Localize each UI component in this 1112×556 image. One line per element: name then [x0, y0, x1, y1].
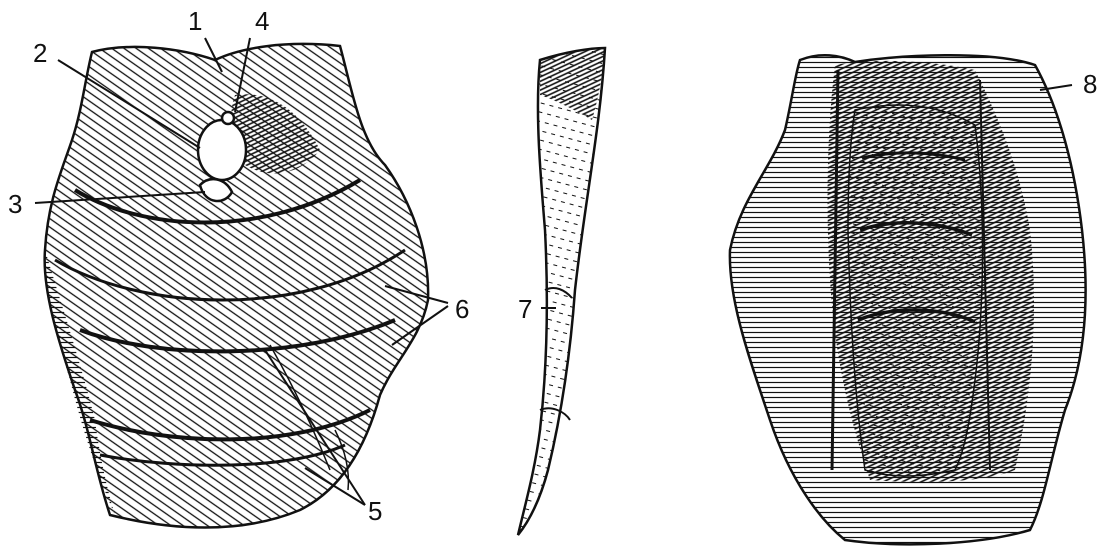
label-2: 2 [33, 38, 47, 68]
left-apex-point [222, 112, 234, 124]
right-shell-view [730, 55, 1086, 544]
label-5: 5 [368, 496, 382, 526]
label-8: 8 [1083, 69, 1097, 99]
left-umbo-boss [198, 120, 246, 180]
label-3: 3 [8, 189, 22, 219]
label-4: 4 [255, 6, 269, 36]
label-6: 6 [455, 294, 469, 324]
middle-profile-outline [518, 48, 605, 535]
middle-profile-view [518, 48, 605, 535]
label-7: 7 [518, 294, 532, 324]
left-shell-view [45, 44, 429, 528]
label-1: 1 [188, 6, 202, 36]
